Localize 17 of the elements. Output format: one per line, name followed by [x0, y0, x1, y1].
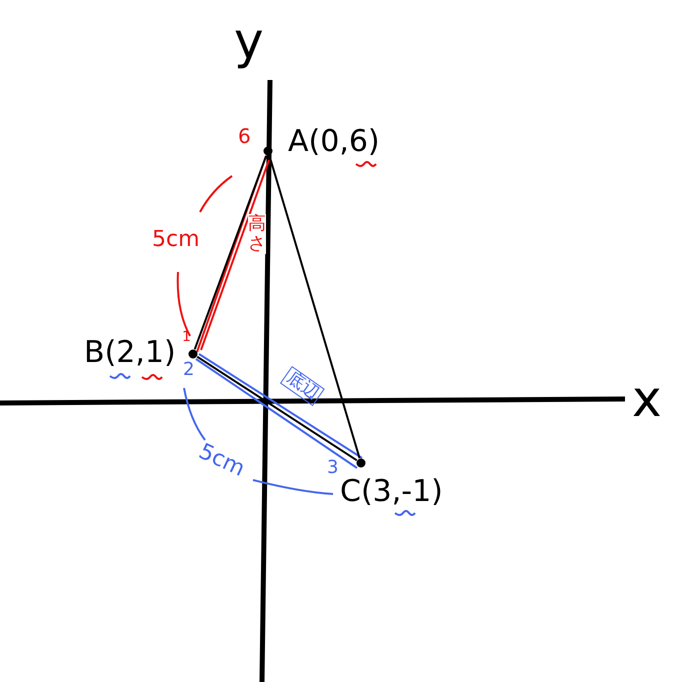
- coordinate-number: 2: [183, 360, 194, 380]
- coordinate-number: 6: [238, 125, 251, 147]
- base-label: 底辺: [280, 366, 325, 406]
- axis-label: y: [234, 14, 264, 69]
- triangle-side: [268, 156, 361, 458]
- point-dot: [356, 458, 366, 468]
- height-label: 高さ: [248, 214, 266, 254]
- coordinate-number: 3: [327, 458, 338, 478]
- axis-label: x: [632, 372, 662, 427]
- point-dot: [264, 146, 272, 156]
- length-label: 5cm: [194, 440, 248, 482]
- point-dot: [188, 350, 198, 358]
- coordinate-number: 1: [182, 330, 191, 346]
- point-label: C(3,-1): [340, 477, 443, 507]
- point-label: A(0,6): [288, 127, 380, 157]
- length-label: 5cm: [152, 228, 200, 252]
- point-label: B(2,1): [84, 338, 176, 368]
